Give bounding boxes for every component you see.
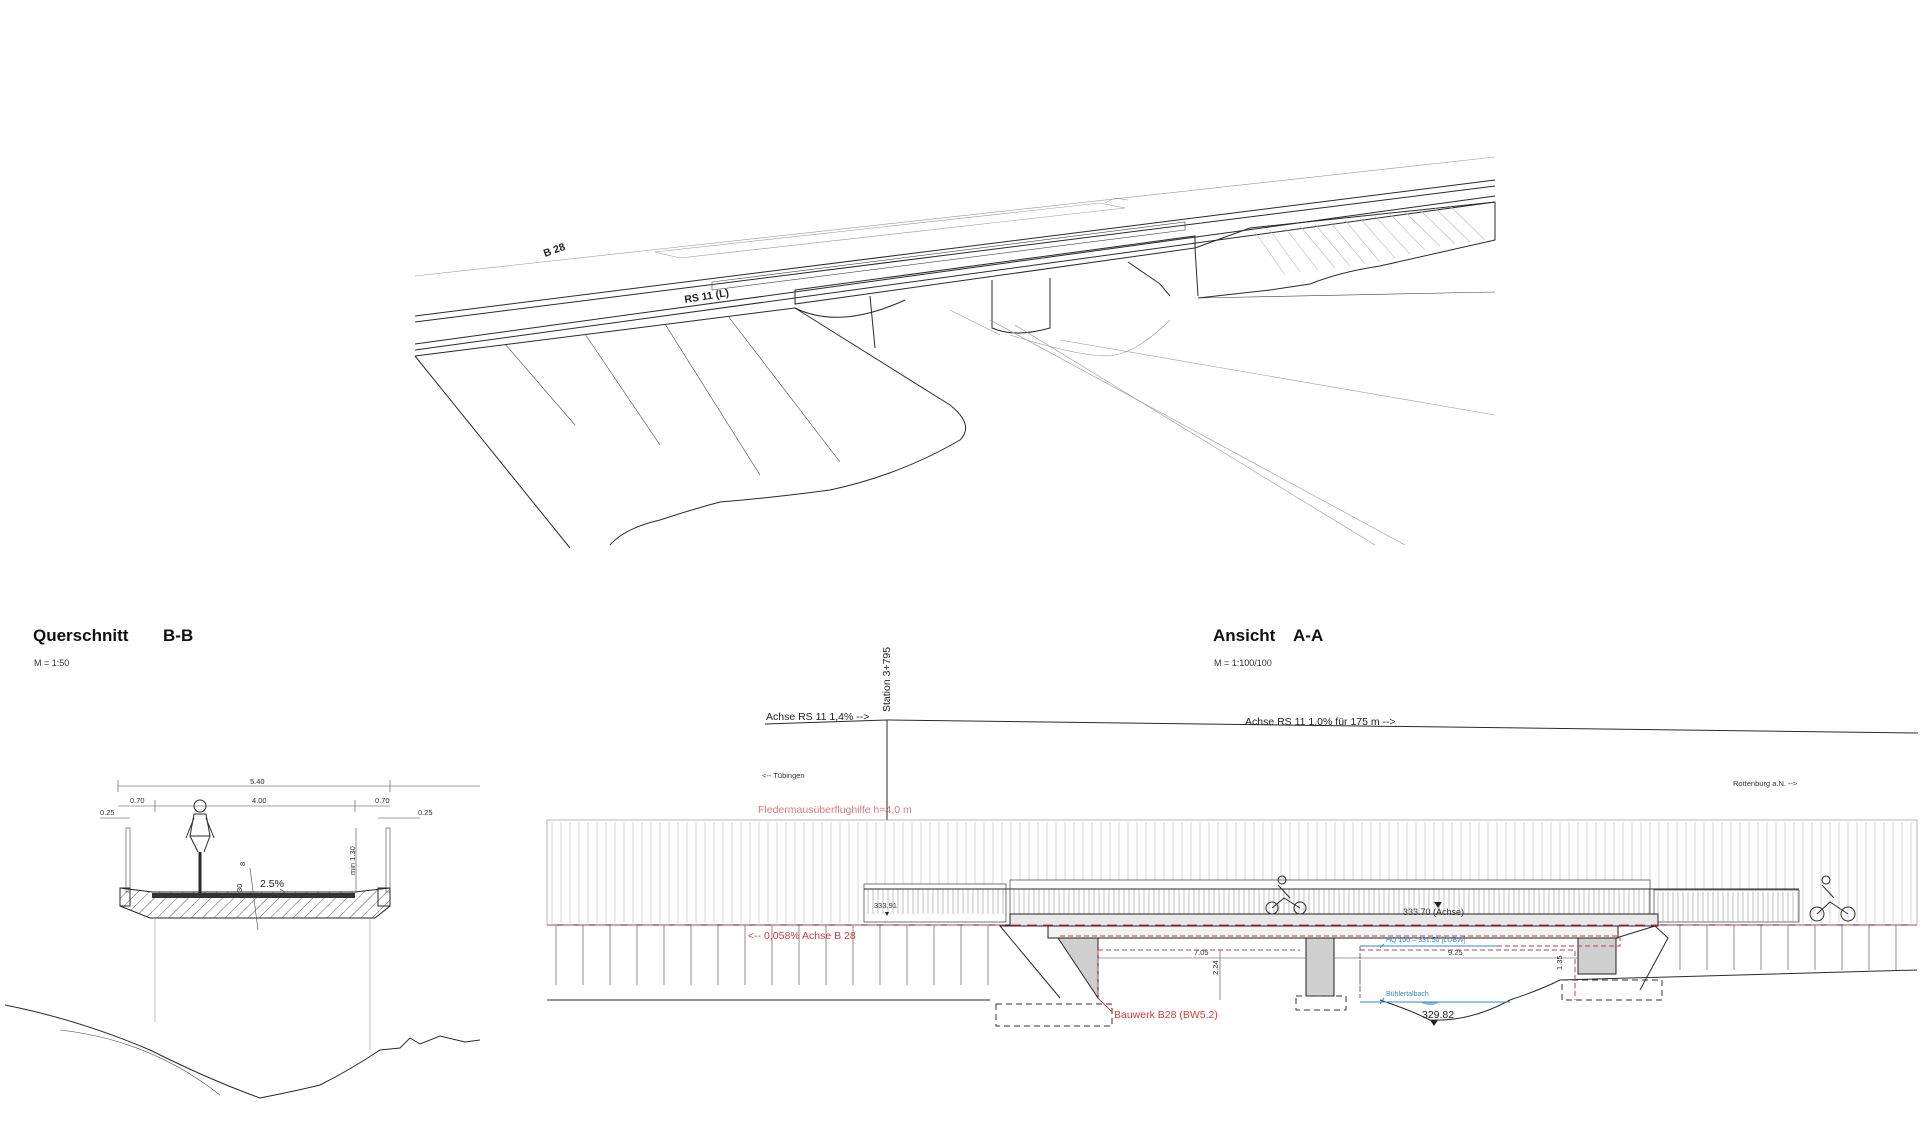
b28-axis-label: <-- 0,058% Achse B 28 [748,930,856,942]
axis-right-label: Achse RS 11 1,0% für 175 m --> [1245,716,1396,728]
rs11-road-label: RS 11 (L) [684,287,730,306]
axis-left-label: Achse RS 11 1,4% --> [766,711,869,723]
cross-section-scale: M = 1:50 [34,658,69,668]
clearance-label: 2.24 [1211,960,1220,975]
cross-section-title: Querschnitt [33,626,129,645]
railing-bars [867,889,1799,922]
cyclist-cross-section-icon [185,799,215,895]
bat-guard-label: Fledermausüberflughilfe h=4,0 m [758,804,912,816]
terrain-cross-section [4,1004,481,1099]
bridge-parapet [711,221,1186,291]
slope-label: 2.5% [260,878,284,890]
dim-left-edge: 0.70 [130,796,145,805]
cross-section-id: B-B [163,626,193,645]
elevation-view: Ansicht A-A M = 1:100/100 Station 3+795 … [546,626,1919,1027]
railing-right [1653,889,1800,923]
dim-center: 4.00 [252,796,267,805]
left-embankment [609,307,967,546]
ground-posts [555,925,1897,985]
pier-center-elevation [1305,937,1335,997]
cross-section-view: Querschnitt B-B M = 1:50 5.40 0.70 4.00 … [4,626,481,1099]
b28-road-label: B 28 [542,241,567,260]
axis-line [764,719,1919,734]
terrain-elevation [547,969,1918,1021]
direction-left-label: <-- Tübingen [762,771,805,780]
far-terrain-line [414,156,1496,277]
right-embankment-hatch [1254,205,1486,276]
structure-label: Bauwerk B28 (BW5.2) [1114,1009,1218,1021]
pier-center [991,278,1051,334]
dim-total: 5.40 [250,777,265,786]
span-right-label: 9.25 [1448,948,1463,957]
deck-slab [119,887,391,919]
dim-a: 8 [238,862,247,866]
right-embankment [1194,201,1496,299]
hq100-label: HQ 100 = 331.50 [LUBW] [1386,937,1466,944]
rail-post-left [125,827,131,893]
cyclist-right-icon [1809,875,1856,922]
elevation-scale: M = 1:100/100 [1214,658,1272,668]
cyclist-bridge-icon [1265,875,1307,915]
clearance-right-label: 1.35 [1555,955,1564,970]
creek-label: Bühlertalbach [1386,991,1429,998]
elevation-id: A-A [1293,626,1323,645]
rail-post-right [385,827,391,893]
elevation-title: Ansicht [1213,626,1276,645]
foundations [995,979,1663,1027]
direction-right-label: Rottenburg a.N. --> [1733,779,1798,788]
creek-water [1420,1002,1440,1005]
level-axis-label: 333.70 (Achse) [1403,907,1464,917]
span-left-label: 7.05 [1194,948,1209,957]
abutment-right [1577,937,1617,975]
railing-left [863,883,1007,923]
dim-right-edge: 0.70 [375,796,390,805]
station-label: Station 3+795 [881,647,893,712]
perspective-view: B 28 RS 11 (L) [414,156,1496,549]
creek-level-label: 329.82 [1422,1009,1454,1021]
dim-right-cap: 0.25 [418,808,433,817]
rail-height-label: min 1.30 [348,846,357,875]
abutment-left [1057,937,1099,1000]
level-left-label: 333.91 [874,901,897,910]
elevation-deck [1009,913,1659,927]
dim-b: 30 [235,884,244,892]
b28-marking [654,202,1126,259]
dim-left-cap: 0.25 [100,808,115,817]
